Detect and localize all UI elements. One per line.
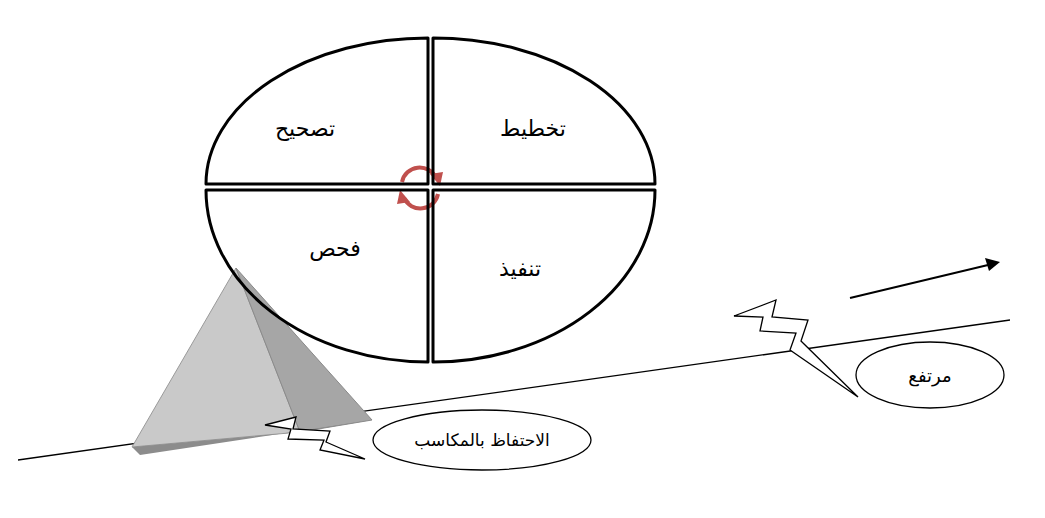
cycle-quadrant: تصحيح — [206, 38, 428, 184]
cycle-quadrant: تنفيذ — [433, 190, 655, 362]
lightning-bolt — [265, 417, 365, 459]
quadrant-outline — [433, 38, 655, 184]
shape-outline — [856, 342, 1004, 408]
shape-outline — [433, 38, 655, 184]
node-label: فحص — [309, 236, 361, 261]
ellipse-node: مرتفع — [855, 341, 1005, 409]
quadrant-outline — [206, 38, 428, 184]
shape-outline — [433, 190, 655, 362]
node-label: تنفيذ — [499, 256, 541, 281]
cycle-quadrant: تخطيط — [433, 38, 655, 184]
node-label: الاحتفاظ بالمكاسب — [414, 430, 549, 450]
shape-outline — [206, 190, 428, 362]
node-label: تصحيح — [275, 116, 335, 141]
direction-arrow — [850, 258, 1000, 298]
shape-outline — [206, 38, 428, 184]
cycle-quadrant: فحص — [206, 190, 428, 362]
quadrant-outline — [433, 190, 655, 362]
shape-outline — [373, 410, 591, 470]
cycle-arrows — [397, 168, 443, 209]
lightning-bolt — [734, 300, 858, 397]
quadrant-outline — [206, 190, 428, 362]
ellipse-node: الاحتفاظ بالمكاسب — [372, 409, 592, 471]
node-label: تخطيط — [500, 116, 566, 141]
node-label: مرتفع — [908, 365, 951, 386]
